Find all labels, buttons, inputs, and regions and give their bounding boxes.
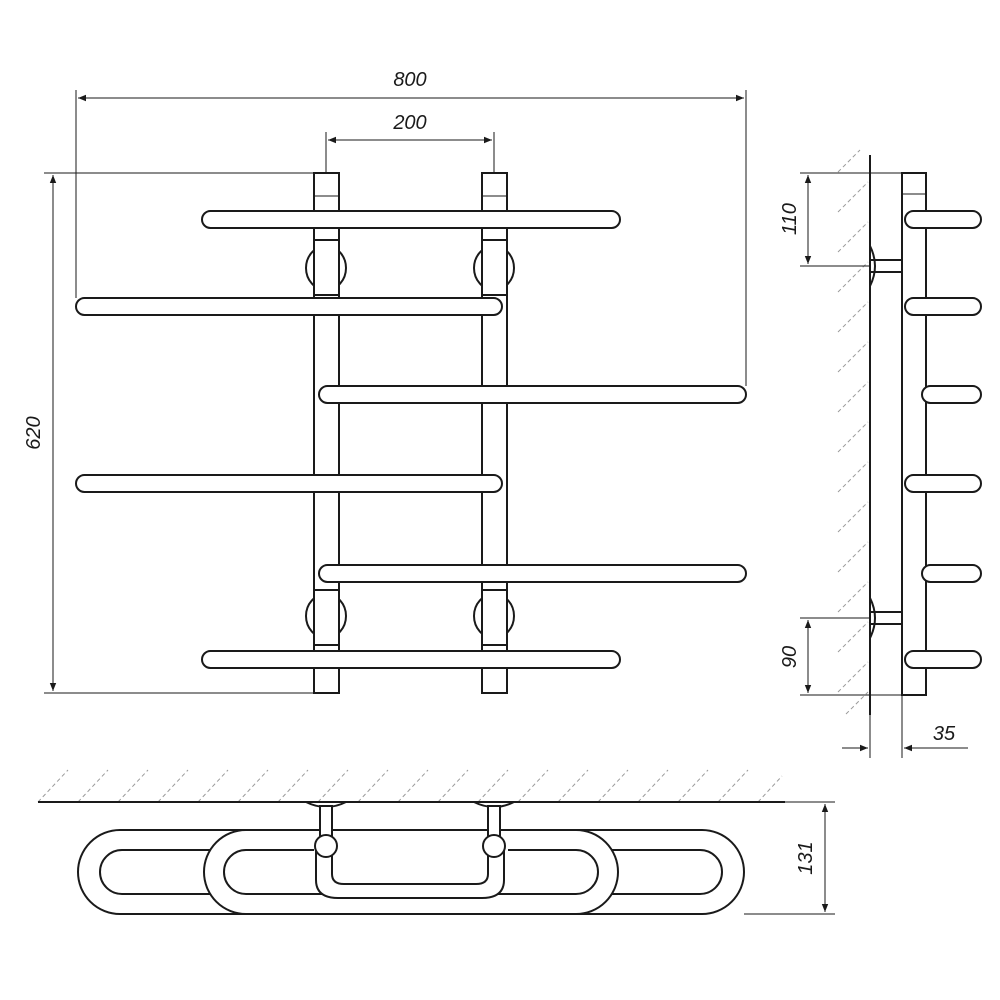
left-post-overlay-upper <box>313 239 340 296</box>
side-upper-mount-flange <box>869 245 876 287</box>
horizontal-bar-5 <box>318 564 747 583</box>
side-bar-2 <box>904 297 982 316</box>
horizontal-bar-6 <box>201 650 621 669</box>
horizontal-bar-3 <box>318 385 747 404</box>
left-post-overlay-lower <box>313 589 340 646</box>
side-vertical-post <box>901 172 927 696</box>
dimension-overall-height: 620 <box>23 172 314 694</box>
dimension-overall-width: 800 <box>75 69 747 386</box>
right-post-overlay-upper <box>481 239 508 296</box>
top-post-right <box>482 834 506 858</box>
top-mount-offset-label: 110 <box>779 203 801 235</box>
dimension-wall-clearance: 35 <box>842 695 968 758</box>
wall-clearance-label: 35 <box>933 723 956 745</box>
post-spacing-label: 200 <box>392 112 426 134</box>
side-bar-1 <box>904 210 982 229</box>
top-view <box>37 769 785 915</box>
side-bar-3 <box>921 385 982 404</box>
horizontal-bar-2 <box>75 297 503 316</box>
dimension-bottom-mount-offset: 90 <box>779 617 902 696</box>
side-lower-mount-flange <box>869 597 876 639</box>
overall-width-label: 800 <box>393 69 426 91</box>
horizontal-bar-1 <box>201 210 621 229</box>
dimension-depth: 131 <box>744 801 835 915</box>
top-wall-hatch <box>37 769 783 803</box>
side-wall-hatch <box>837 149 869 715</box>
right-post-overlay-lower <box>481 589 508 646</box>
top-bar-loop-middle <box>203 829 619 915</box>
front-view <box>75 172 747 694</box>
side-bar-6 <box>904 650 982 669</box>
side-bar-5 <box>921 564 982 583</box>
horizontal-bar-4 <box>75 474 503 493</box>
side-bar-4 <box>904 474 982 493</box>
top-post-left <box>314 834 338 858</box>
dimension-top-mount-offset: 110 <box>779 172 902 267</box>
dimension-post-spacing: 200 <box>325 112 495 173</box>
side-view <box>837 149 982 715</box>
depth-label: 131 <box>795 841 817 874</box>
overall-height-label: 620 <box>23 416 45 449</box>
bottom-mount-offset-label: 90 <box>779 646 801 668</box>
